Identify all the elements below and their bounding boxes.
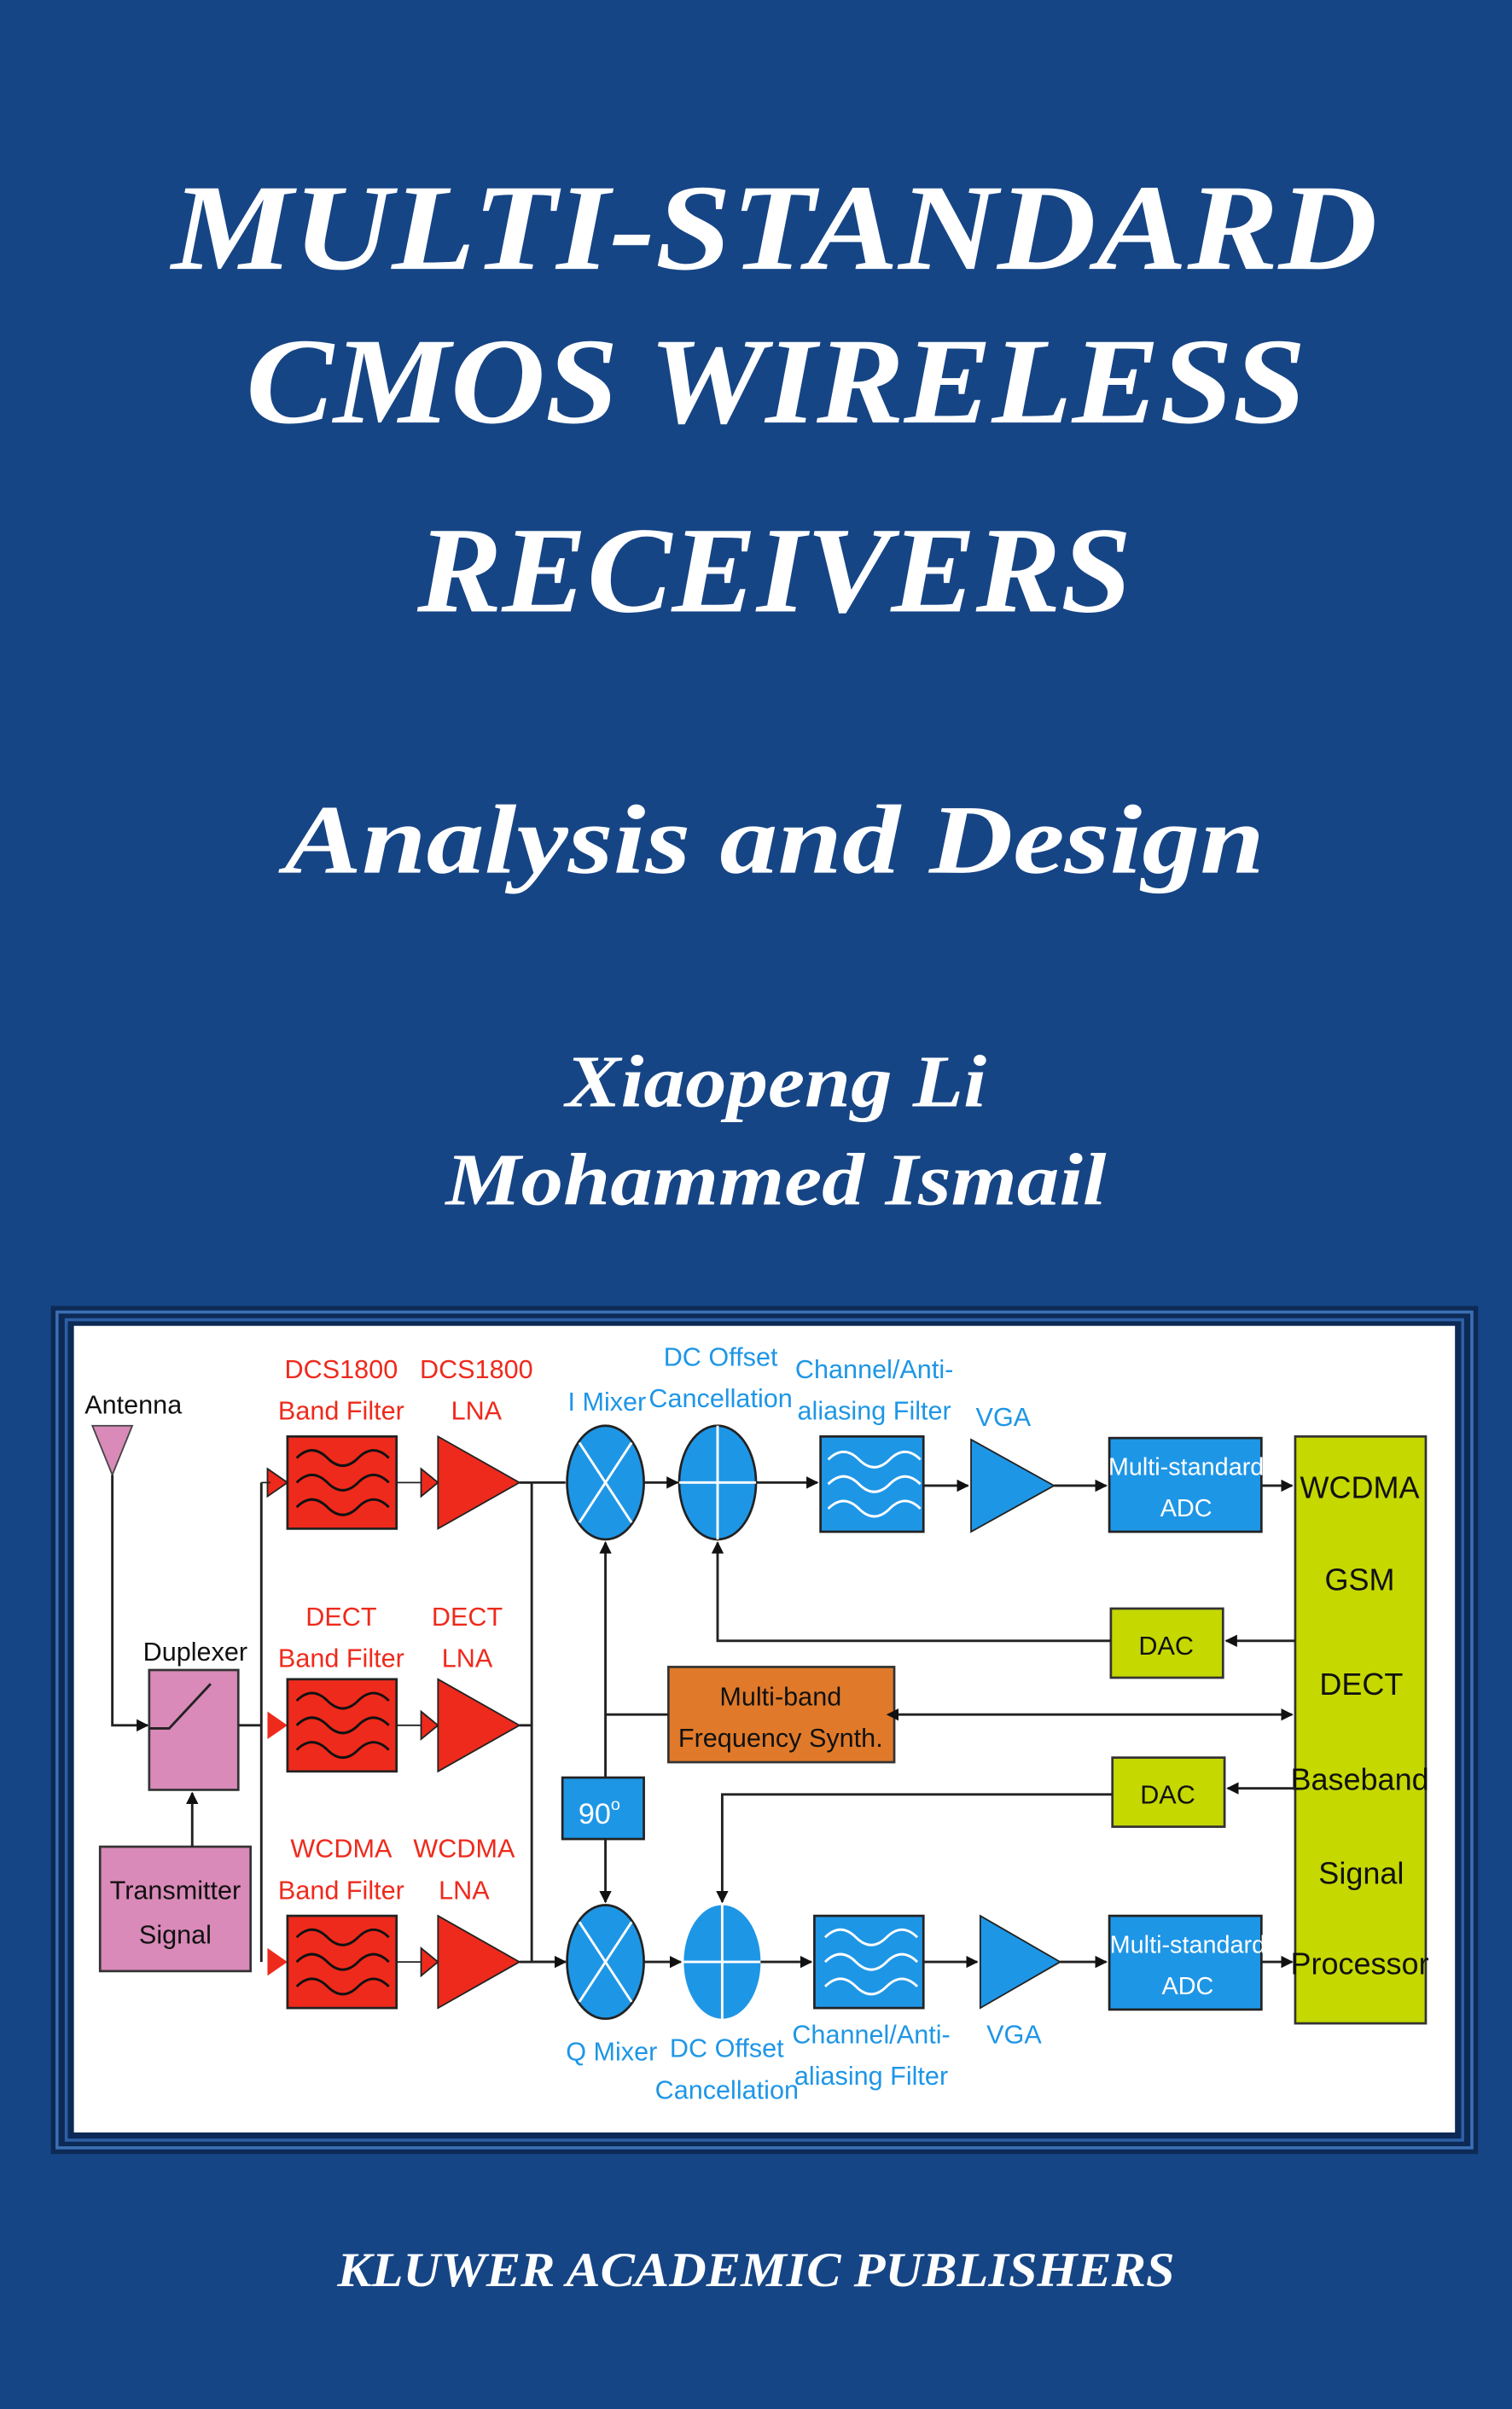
adc-block bbox=[1108, 1914, 1263, 2011]
antenna-icon bbox=[90, 1424, 134, 1477]
dac-label: DAC bbox=[1138, 1632, 1194, 1661]
lna-label: LNA bbox=[439, 1876, 490, 1905]
lna-label: LNA bbox=[442, 1644, 493, 1673]
author-2: Mohammed Ismail bbox=[444, 1139, 1106, 1221]
adc-label: Multi-standard bbox=[1110, 1931, 1265, 1958]
dc-offset-adder-icon bbox=[683, 1905, 761, 2019]
lna-amplifier-icon bbox=[437, 1434, 521, 1530]
duplexer-block bbox=[148, 1668, 240, 1791]
q-mixer-label: Q Mixer bbox=[566, 2037, 657, 2066]
band-filter-label: Band Filter bbox=[278, 1644, 404, 1673]
vga-label: VGA bbox=[986, 2021, 1042, 2050]
baseband-label: GSM bbox=[1325, 1562, 1395, 1597]
title-line-3: RECEIVERS bbox=[416, 503, 1131, 639]
vga-label: VGA bbox=[976, 1403, 1032, 1432]
transmitter-block bbox=[98, 1845, 253, 1973]
baseband-label: DECT bbox=[1319, 1667, 1403, 1702]
adc-label: ADC bbox=[1162, 1973, 1214, 2000]
receiver-block-diagram: Antenna Duplexer Transmitter Signal DCS1… bbox=[50, 1306, 1479, 2155]
lna-amplifier-icon bbox=[437, 1678, 521, 1773]
dc-offset-adder-icon bbox=[677, 1424, 758, 1541]
band-row-dect: DECT Band Filter DECT LNA bbox=[267, 1603, 532, 1773]
subtitle: Analysis and Design bbox=[278, 785, 1265, 894]
frequency-synth-block bbox=[667, 1666, 896, 1764]
vga-amplifier-icon bbox=[979, 1914, 1062, 2010]
band-row-wcdma: WCDMA Band Filter WCDMA LNA bbox=[267, 1835, 532, 2010]
band-filter-label: DCS1800 bbox=[285, 1355, 398, 1384]
baseband-label: Baseband bbox=[1290, 1761, 1428, 1796]
antenna-label: Antenna bbox=[84, 1390, 183, 1419]
synth-label: Multi-band bbox=[719, 1682, 841, 1711]
adc-label: ADC bbox=[1160, 1495, 1213, 1522]
phase-shifter-block bbox=[561, 1776, 645, 1841]
dc-offset-label: DC Offset bbox=[664, 1343, 778, 1372]
title-line-2: CMOS WIRELESS bbox=[246, 314, 1306, 450]
author-1: Xiaopeng Li bbox=[562, 1040, 986, 1122]
baseband-label: Signal bbox=[1318, 1855, 1404, 1890]
band-row-dcs1800: DCS1800 Band Filter DCS1800 LNA bbox=[261, 1355, 533, 1530]
i-mixer-icon bbox=[566, 1424, 645, 1541]
adc-label: Multi-standard bbox=[1108, 1453, 1264, 1481]
vga-amplifier-icon bbox=[970, 1438, 1056, 1533]
band-filter-label: Band Filter bbox=[278, 1876, 404, 1905]
dac-block-i bbox=[1109, 1607, 1224, 1679]
dc-offset-label: Cancellation bbox=[648, 1384, 792, 1413]
lna-label: DCS1800 bbox=[420, 1355, 533, 1384]
dac-block-q bbox=[1111, 1756, 1226, 1829]
transmitter-label-2: Signal bbox=[139, 1920, 212, 1949]
band-filter-label: DECT bbox=[305, 1603, 376, 1632]
title-line-1: MULTI-STANDARD bbox=[170, 160, 1378, 296]
channel-filter-label: aliasing Filter bbox=[798, 1397, 951, 1426]
lna-amplifier-icon bbox=[437, 1914, 521, 2010]
baseband-processor-block bbox=[1294, 1435, 1428, 2025]
baseband-label: Processor bbox=[1291, 1946, 1429, 1981]
synth-label: Frequency Synth. bbox=[678, 1724, 883, 1753]
lna-label: WCDMA bbox=[413, 1835, 515, 1864]
lna-label: DECT bbox=[432, 1603, 503, 1632]
i-mixer-label: I Mixer bbox=[567, 1388, 646, 1417]
dc-offset-label: DC Offset bbox=[670, 2034, 784, 2063]
band-filter-label: WCDMA bbox=[290, 1835, 393, 1864]
channel-filter-label: Channel/Anti- bbox=[792, 2021, 950, 2050]
duplexer-label: Duplexer bbox=[143, 1638, 247, 1667]
transmitter-label-1: Transmitter bbox=[110, 1876, 241, 1905]
channel-filter-label: aliasing Filter bbox=[794, 2062, 948, 2091]
phase-shift-label: 90o bbox=[579, 1795, 620, 1830]
band-filter-label: Band Filter bbox=[278, 1397, 404, 1426]
dc-offset-label: Cancellation bbox=[655, 2075, 799, 2104]
q-mixer-icon bbox=[566, 1904, 645, 2021]
channel-filter-label: Channel/Anti- bbox=[795, 1355, 953, 1384]
lna-label: LNA bbox=[451, 1397, 503, 1426]
baseband-label: WCDMA bbox=[1300, 1469, 1420, 1504]
dac-label: DAC bbox=[1140, 1781, 1195, 1810]
publisher: KLUWER ACADEMIC PUBLISHERS bbox=[336, 2243, 1174, 2297]
